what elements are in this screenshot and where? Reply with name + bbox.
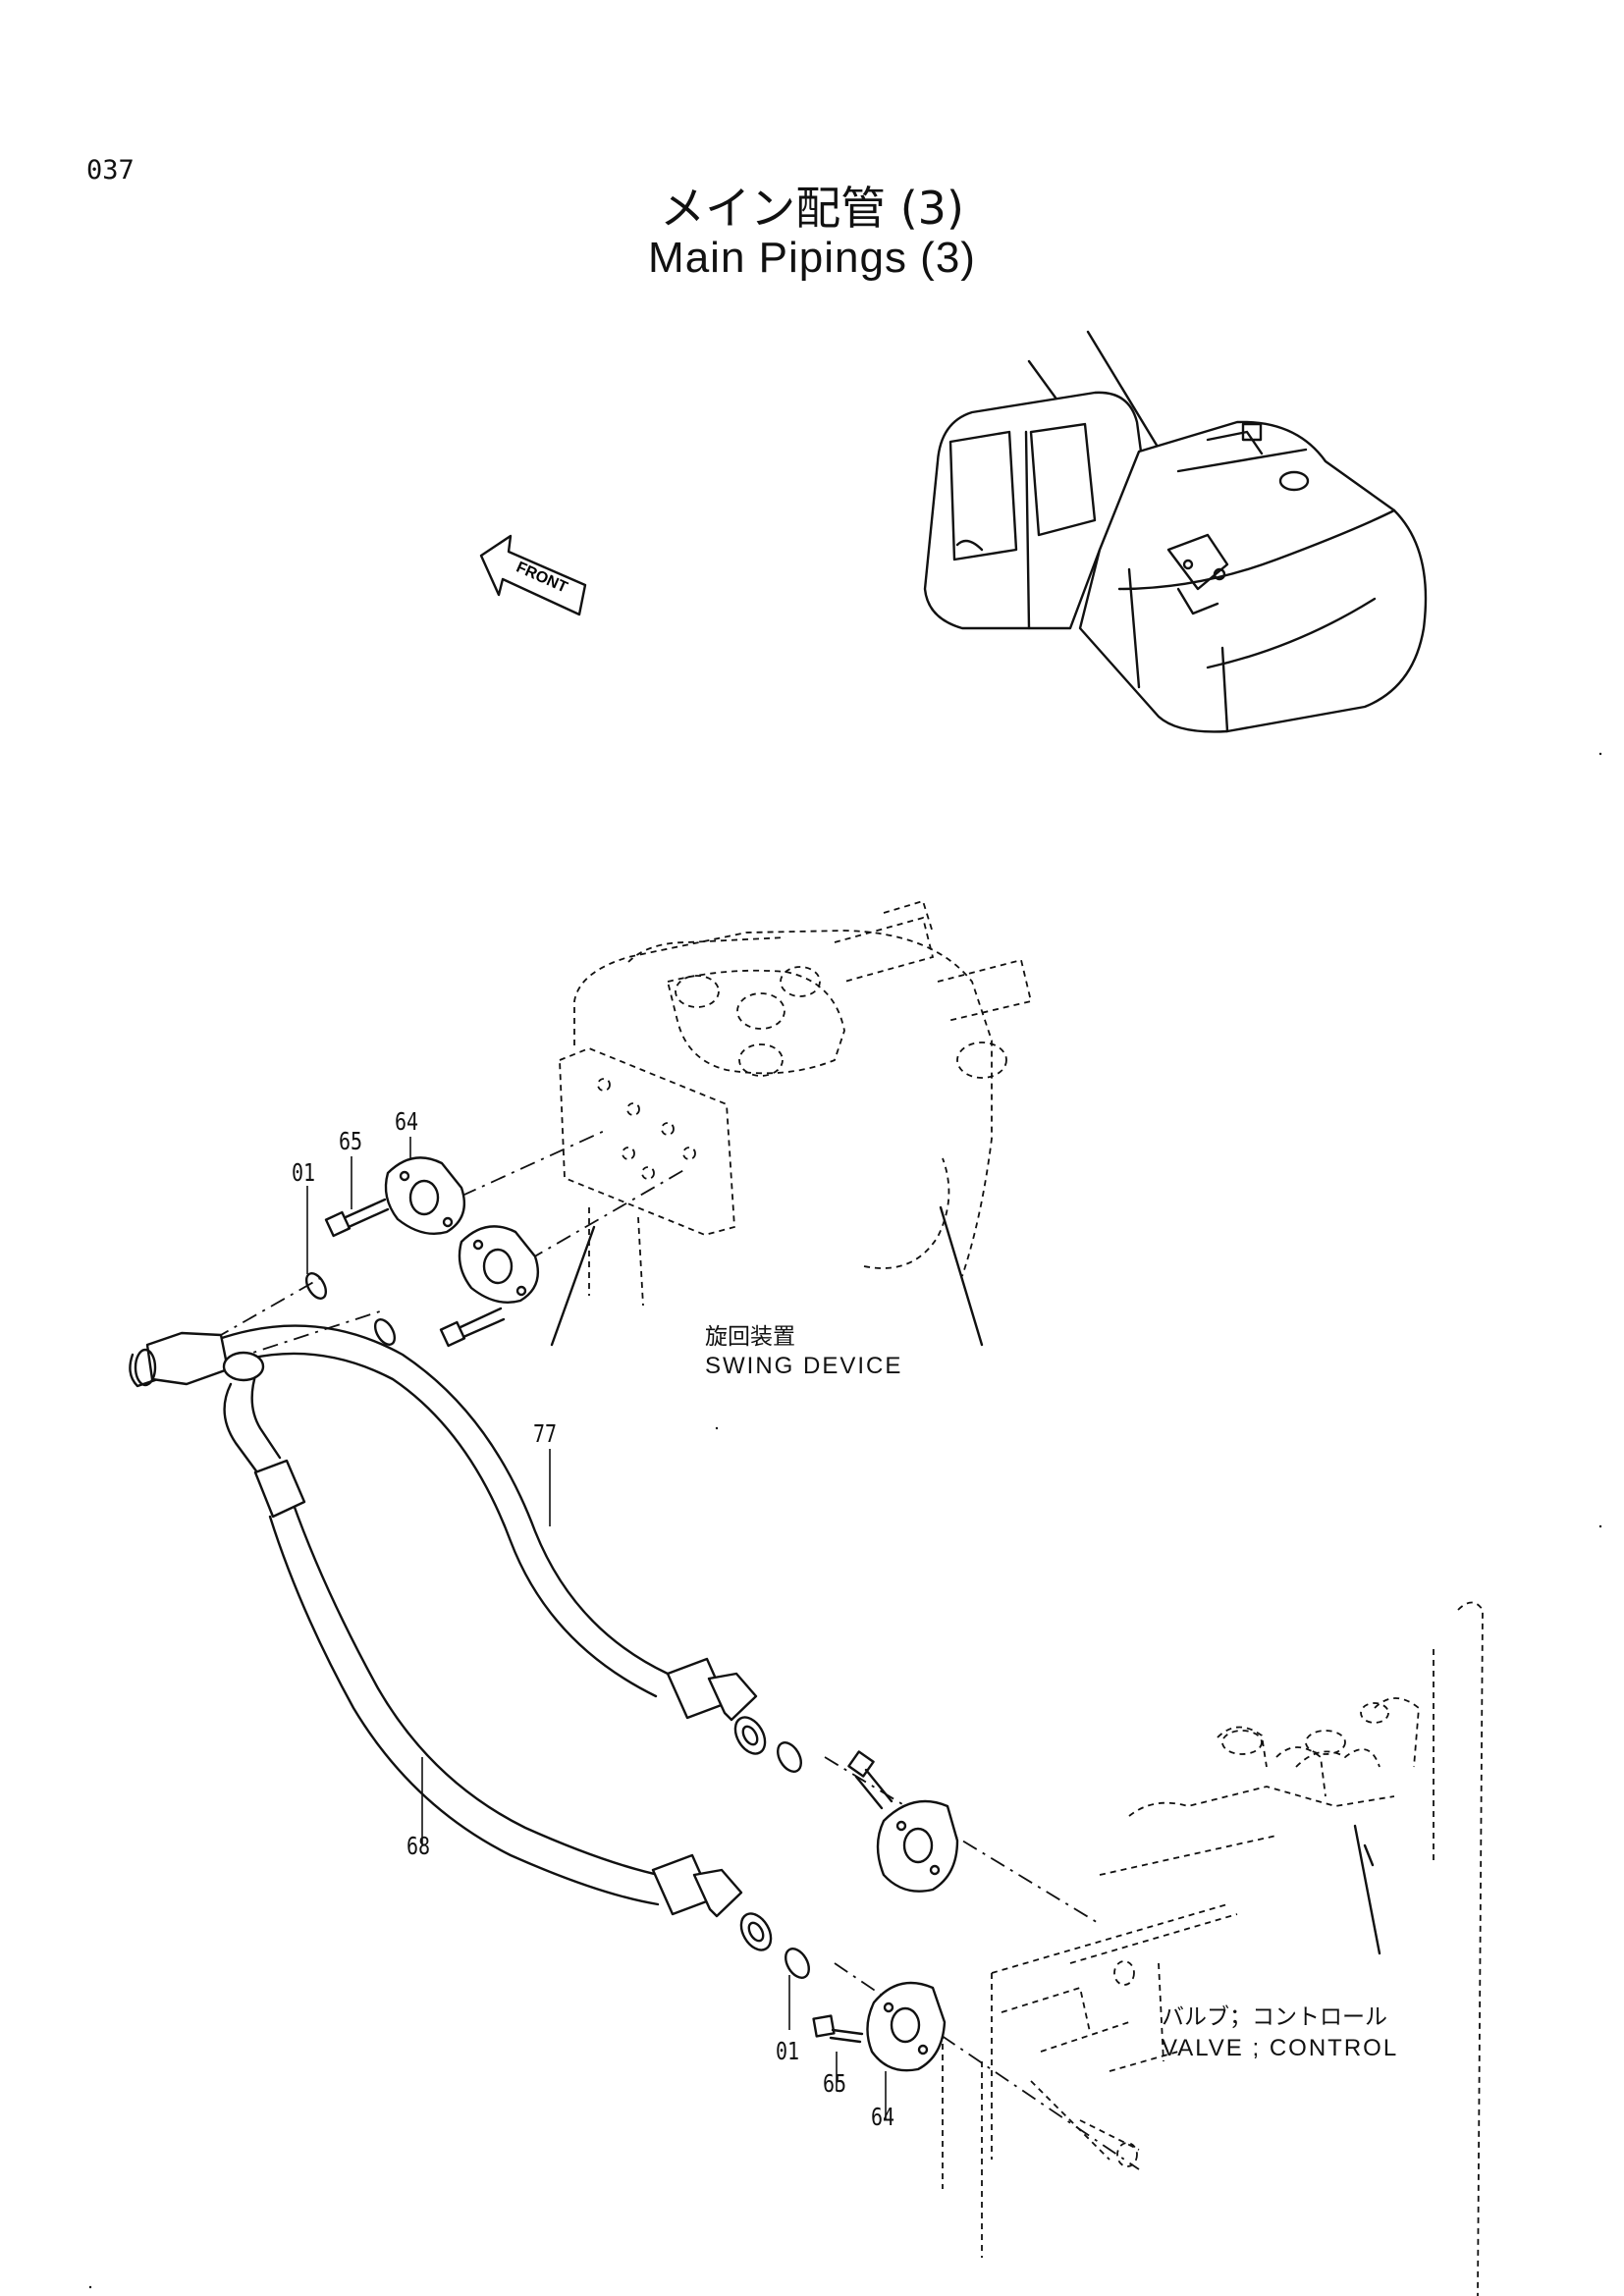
page-number: 037: [86, 155, 135, 186]
bolt-upper-a: [324, 1198, 390, 1238]
callout-lower-oring: 01: [776, 2037, 800, 2065]
control-valve-label-en: VALVE ; CONTROL: [1162, 2035, 1399, 2061]
o-ring-upper-b: [373, 1318, 397, 1346]
centerline-lower-2: [834, 1962, 1140, 2170]
callout-upper-bolt: 65: [339, 1127, 363, 1155]
callout-upper-flange: 64: [395, 1107, 419, 1136]
o-ring-upper-a: [304, 1272, 328, 1300]
callout-lower-bolt: 65: [823, 2069, 847, 2098]
o-ring-hose68-end: [785, 1948, 810, 1979]
o-ring-hose77-end: [777, 1741, 802, 1773]
callout-hose-68: 68: [406, 1832, 431, 1860]
leader-lines: [306, 1137, 887, 2120]
centerline-lower-1: [824, 1756, 1101, 1925]
hose-68: [222, 1351, 773, 1951]
bolt-upper-b: [439, 1307, 506, 1348]
callout-hose-77: 77: [533, 1419, 558, 1448]
swing-device-illustration: [550, 899, 1033, 1347]
callout-lower-flange: 64: [871, 2103, 895, 2131]
page-title-japanese: メイン配管 (3): [660, 182, 964, 235]
split-flange-lower-b: [866, 1981, 947, 2072]
split-flange-upper-a: [384, 1156, 466, 1236]
swing-device-label-jp: 旋回装置: [705, 1324, 795, 1350]
swing-device-label-en: SWING DEVICE: [705, 1353, 903, 1379]
front-direction-arrow: FRONT: [479, 534, 587, 616]
centerline-upper-3: [186, 1275, 325, 1356]
page-title-english: Main Pipings (3): [648, 234, 976, 282]
control-valve-illustration: [942, 1601, 1484, 2296]
bolt-lower-b: [812, 2014, 864, 2044]
excavator-overview-illustration: [923, 330, 1428, 733]
split-flange-upper-b: [458, 1225, 540, 1305]
split-flange-lower-a: [876, 1799, 959, 1893]
bolt-lower-a: [847, 1750, 893, 1810]
hose-77: [129, 1324, 767, 1755]
control-valve-label-jp: バルブ；コントロール: [1162, 2004, 1387, 2030]
callout-upper-oring: 01: [292, 1158, 316, 1187]
